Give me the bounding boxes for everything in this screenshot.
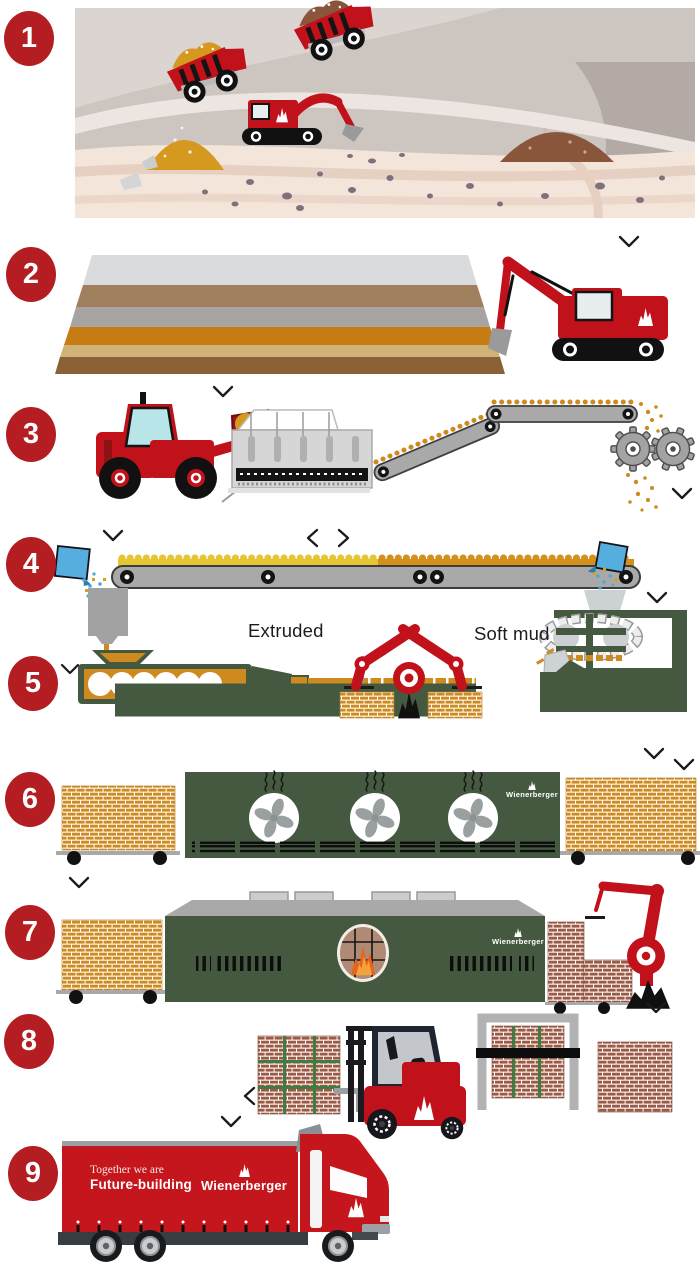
step-8-packing <box>257 1013 673 1141</box>
step-badge-8: 8 <box>4 1014 54 1069</box>
kiln-fire-window <box>337 924 389 982</box>
chevron-down-icon <box>212 384 234 399</box>
chevron-down-icon <box>220 1114 242 1129</box>
dryer-brand-logo: Wienerberger <box>492 781 572 799</box>
extruded-label: Extruded <box>248 620 324 641</box>
robot-arm-icon <box>545 881 670 1014</box>
step-3-crushing <box>96 392 700 512</box>
robot-arm-icon <box>339 624 483 719</box>
chevron-down-icon <box>643 746 665 761</box>
step-7-kiln <box>56 881 670 1014</box>
chevron-down-icon <box>68 875 90 890</box>
belt-rollers <box>120 570 633 584</box>
chevron-down-icon <box>671 486 693 501</box>
chevron-down-icon <box>646 590 668 605</box>
chevron-down-icon <box>645 1000 667 1015</box>
strapping-machine <box>476 1013 580 1110</box>
extruder-machine <box>78 650 476 717</box>
grinder-gears <box>610 402 700 512</box>
water-sprayer-icon <box>53 545 92 586</box>
wienerberger-flame-icon <box>528 781 536 790</box>
step-5-shaping <box>78 610 687 719</box>
chevron-down-icon <box>618 234 640 249</box>
chevron-right-icon <box>336 528 351 548</box>
wienerberger-flame-icon <box>514 928 522 937</box>
box-feeder-machine <box>221 409 373 503</box>
step-badge-1: 1 <box>4 11 54 66</box>
step-9-delivery-truck <box>58 1124 390 1263</box>
step-4-conveyor-watering <box>53 540 641 652</box>
step-badge-3: 3 <box>6 407 56 462</box>
soft-mud-label: Soft mud <box>474 623 550 644</box>
brand-name: Wienerberger <box>506 790 558 799</box>
tagline-line-2: Future-building <box>90 1177 192 1192</box>
brand-name: Wienerberger <box>492 937 544 946</box>
brick-pack <box>257 1035 341 1115</box>
chevron-down-icon <box>102 528 124 543</box>
kiln-brand-logo: Wienerberger <box>478 928 558 946</box>
soft-mud-machine <box>536 610 687 712</box>
step-2-clay-layers <box>55 255 668 374</box>
step-1-quarry-scene <box>74 0 696 219</box>
excavator-icon <box>488 256 668 361</box>
step-6-drying-chamber <box>56 770 700 865</box>
incline-conveyor <box>373 411 501 482</box>
top-conveyor <box>486 399 638 423</box>
step-badge-5: 5 <box>8 656 58 711</box>
truck-tagline: Together we are Future-building <box>90 1164 192 1192</box>
step-badge-9: 9 <box>8 1146 58 1201</box>
curtain-buckles <box>76 1220 290 1234</box>
tagline-line-1: Together we are <box>90 1164 164 1176</box>
brick-pack <box>597 1041 673 1113</box>
step-badge-6: 6 <box>5 772 55 827</box>
wienerberger-flame-icon <box>238 1164 250 1177</box>
water-sprayer-icon <box>587 540 629 574</box>
chevron-left-icon <box>242 1086 257 1106</box>
chevron-left-icon <box>305 528 320 548</box>
brand-name: Wienerberger <box>200 1178 288 1193</box>
truck-brand-logo: Wienerberger <box>194 1164 294 1193</box>
dump-truck-icon <box>166 42 247 103</box>
chevron-down-icon <box>60 662 80 676</box>
excavator-icon <box>242 93 364 145</box>
step-badge-7: 7 <box>5 905 55 960</box>
forklift-icon <box>334 1026 466 1141</box>
step-badge-2: 2 <box>6 247 56 302</box>
dump-truck-icon <box>293 0 374 61</box>
chevron-down-icon <box>673 757 695 772</box>
step-badge-4: 4 <box>6 537 56 592</box>
